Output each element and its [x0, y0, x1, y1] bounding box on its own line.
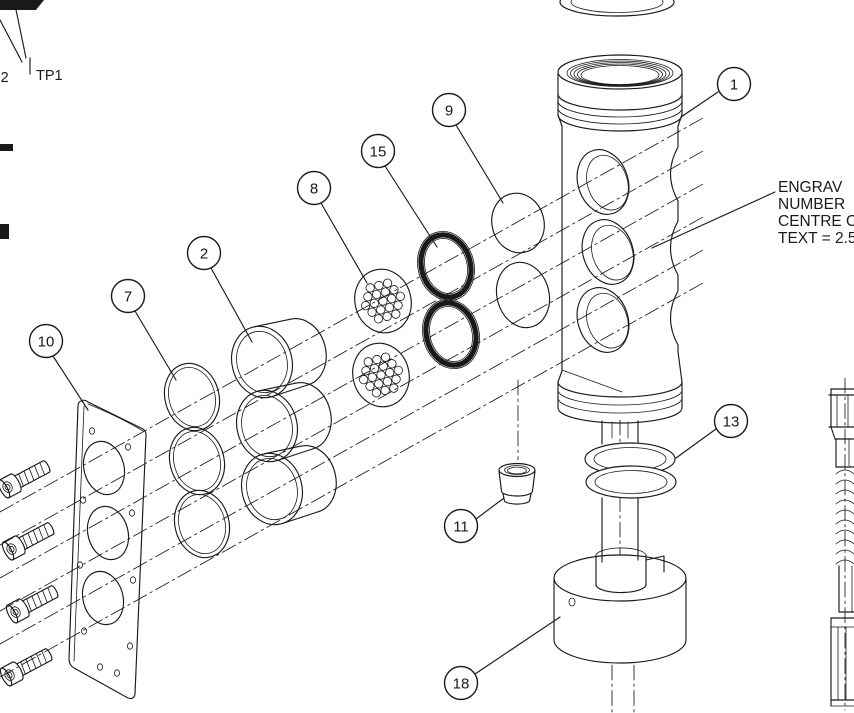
balloon-number: 7	[124, 289, 132, 306]
end-plate-item-10	[68, 399, 147, 700]
balloon-9: 9	[431, 92, 504, 204]
note-line-1: ENGRAV	[778, 179, 843, 196]
balloon-1: 1	[680, 66, 752, 118]
balloon-number: 10	[38, 334, 55, 351]
diagonal-centerlines	[0, 117, 704, 678]
socket-screw	[5, 585, 59, 624]
sheet-marks	[0, 0, 44, 239]
balloon-15: 15	[360, 133, 438, 248]
test-point-labels: P2 TP1	[0, 0, 63, 86]
balloon-11: 11	[443, 497, 505, 544]
balloon-circle	[360, 133, 396, 169]
balloon-circle	[431, 92, 467, 128]
balloon-number: 11	[453, 519, 469, 536]
balloon-number: 8	[310, 181, 318, 198]
balloon-circle	[110, 278, 146, 314]
balloon-18: 18	[443, 616, 561, 701]
socket-screw	[0, 648, 53, 687]
label-tp1: TP1	[36, 68, 63, 84]
balloon-2: 2	[186, 235, 253, 343]
note-leader-line	[651, 191, 776, 249]
o-rings-item-15	[417, 231, 480, 369]
balloon-circle	[443, 665, 479, 701]
cups-item-2	[230, 318, 337, 526]
o-rings-item-13	[584, 442, 677, 499]
engraving-note: ENGRAV NUMBER CENTRE O TEXT = 2.5	[651, 179, 854, 249]
discs-item-9	[491, 192, 551, 329]
socket-screw	[1, 522, 55, 561]
balloon-number: 2	[200, 246, 208, 263]
balloon-number: 13	[723, 414, 740, 431]
label-p2: P2	[0, 70, 9, 86]
balloon-circle	[443, 508, 479, 544]
balloon-7: 7	[110, 278, 177, 381]
balloon-circle	[186, 235, 222, 271]
cable-gland-partial	[828, 377, 854, 711]
balloon-circle	[716, 66, 752, 102]
balloon-number: 9	[445, 103, 453, 120]
o-rings-item-7	[163, 362, 231, 559]
note-line-3: CENTRE O	[778, 213, 854, 230]
balloon-10: 10	[28, 323, 89, 411]
balloon-13: 13	[675, 403, 749, 459]
balloon-circle	[713, 403, 749, 439]
perforated-discs-item-8	[352, 268, 412, 408]
end-cap-item-18	[553, 545, 687, 713]
socket-screw	[0, 460, 51, 499]
balloon-circle	[296, 170, 332, 206]
note-line-2: NUMBER	[778, 196, 845, 213]
balloon-number: 15	[370, 144, 387, 161]
balloon-8: 8	[296, 170, 368, 284]
note-line-4: TEXT = 2.5	[778, 230, 854, 247]
nut-item-11	[498, 379, 536, 505]
balloon-number: 18	[453, 676, 470, 693]
balloon-number: 1	[730, 77, 738, 94]
balloon-circle	[28, 323, 64, 359]
main-body-item-1	[557, 0, 683, 557]
